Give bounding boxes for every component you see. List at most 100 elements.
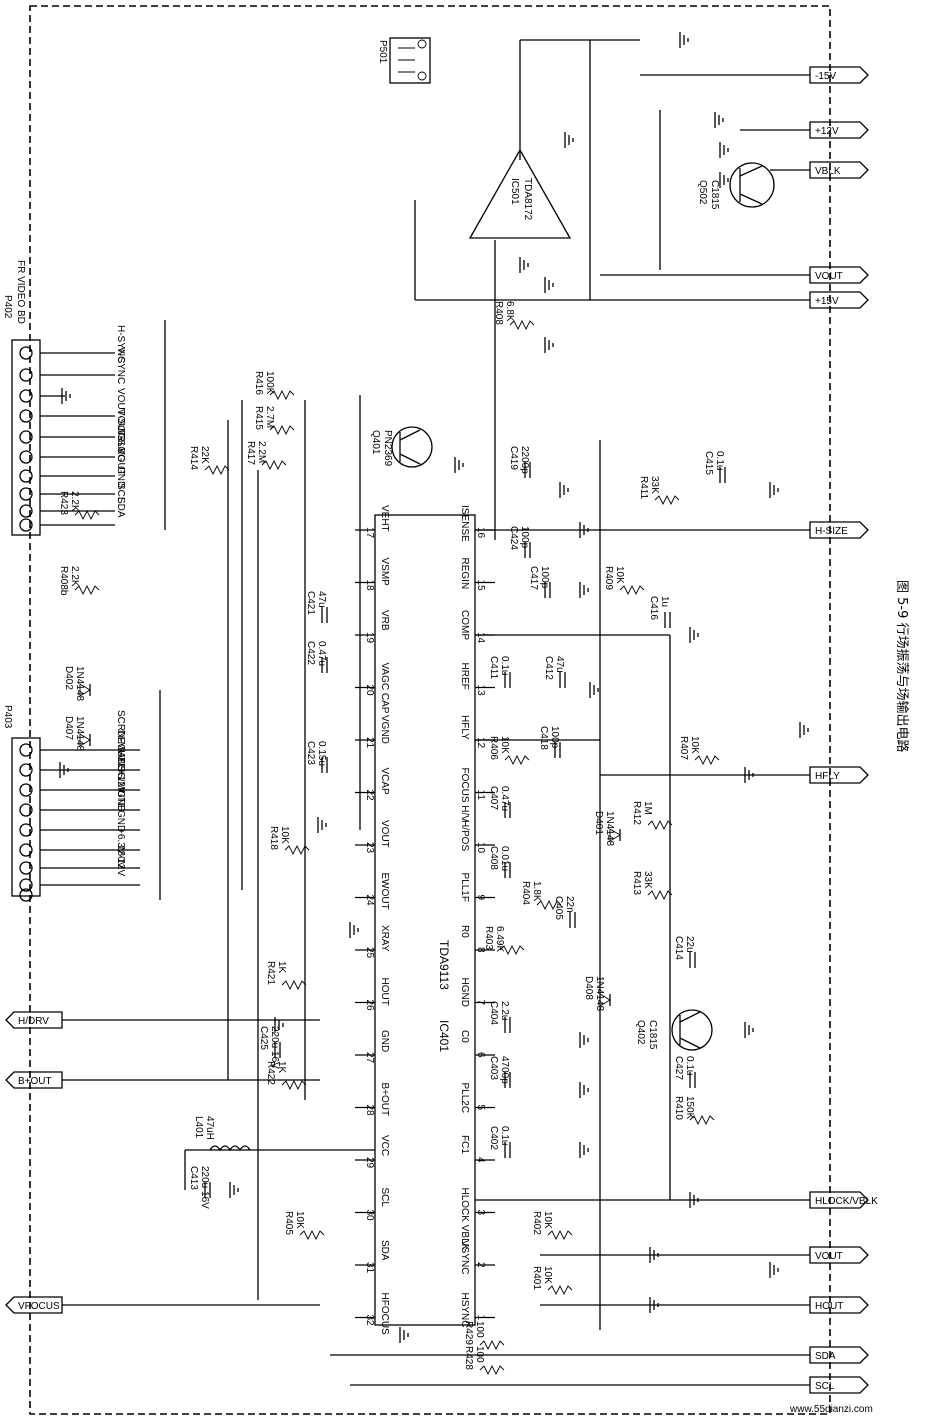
p403-pin-label: +12V — [115, 770, 126, 794]
component-value: 6.49K — [494, 926, 505, 952]
component-ref: R422 — [265, 1061, 276, 1085]
component-value: 0.01u — [499, 846, 510, 871]
component-ref: R412 — [631, 801, 642, 825]
ic401-pin-name: PLL1F — [459, 873, 470, 902]
ic501-part: TDA8172 — [522, 178, 533, 221]
component-ref: C413 — [188, 1166, 199, 1190]
component-value: 6.8K — [504, 301, 515, 322]
ic401-pin-number: 7 — [475, 1000, 486, 1006]
ic401-pin-name: VCC — [379, 1135, 390, 1156]
component-value: 100 — [474, 1346, 485, 1363]
component-value: 0.47u — [316, 641, 327, 666]
component-ref: R416 — [253, 371, 264, 395]
right-port-10 — [809, 1346, 869, 1364]
ic401-pin-name: GND — [379, 1030, 390, 1052]
component-ref: R402 — [531, 1211, 542, 1235]
ic401-pin-number: 3 — [475, 1210, 486, 1216]
right-port-label: SCL — [815, 1381, 835, 1392]
p402-pin-label: V-SYNC — [115, 347, 126, 384]
right-port-label: HLOCK/VBLK — [815, 1196, 878, 1207]
right-port-label: +12V — [815, 126, 839, 137]
ic401-pin-name: HSYNC — [459, 1293, 470, 1328]
p403-pin-label: GND — [115, 790, 126, 812]
ic401-pin-number: 15 — [475, 580, 486, 592]
resistor — [509, 319, 535, 331]
component-ref: R417 — [245, 441, 256, 465]
component-ref: R403 — [483, 926, 494, 950]
p402-pin — [19, 469, 33, 483]
ic401-pin-name: VGND — [379, 715, 390, 744]
ic401-pin-number: 10 — [475, 842, 486, 854]
ic401-pin-number: 13 — [475, 685, 486, 697]
resistor — [284, 844, 310, 856]
p402-pin-label: SDA — [115, 497, 126, 518]
component-value: 22K — [199, 446, 210, 464]
p501-ref: P501 — [377, 40, 388, 64]
component-value: 1u — [659, 596, 670, 607]
component-ref: R404 — [520, 881, 531, 905]
ic401-pin-name: EWOUT — [379, 873, 390, 910]
resistor — [654, 494, 680, 506]
component-value: 1K — [276, 961, 287, 974]
component-ref: R429 — [463, 1321, 474, 1345]
p402-pin-label: VOUT — [115, 448, 126, 476]
resistor — [647, 889, 673, 901]
component-value: 10K — [689, 736, 700, 754]
component-ref: R413 — [631, 871, 642, 895]
ic401-pin-name: FOCUS H/V — [459, 768, 470, 823]
p403-pin — [19, 888, 33, 902]
right-port-1 — [809, 121, 869, 139]
p403-pin-label: HBLK — [115, 750, 126, 776]
right-port-label: +15V — [815, 296, 839, 307]
ic401-pin-name: REGIN — [459, 558, 470, 590]
ic401-pin-name: R0 — [459, 925, 470, 938]
component-ref: C425 — [258, 1026, 269, 1050]
component-value: 2200p — [519, 446, 530, 474]
component-ref: R405 — [283, 1211, 294, 1235]
ic401-pin-number: 20 — [364, 685, 375, 697]
ic401-pin-number: 21 — [364, 737, 375, 749]
p403-pin — [19, 861, 33, 875]
p403-wires — [40, 690, 161, 900]
p403-pin — [19, 803, 33, 817]
p501-body — [389, 37, 431, 84]
ic401-pin-name: H/POS — [459, 820, 470, 851]
resistor — [547, 1284, 573, 1296]
resistor — [299, 1229, 325, 1241]
ic401-pin-number: 31 — [364, 1262, 375, 1274]
component-value: 0.1u — [714, 451, 725, 470]
connector-p402: H-SYNCV-SYNCVOUT-SOGVOUT-SOGVBLKVOUTGNDS… — [2, 260, 126, 536]
component-value: 33K — [642, 871, 653, 889]
p403-body — [11, 737, 41, 897]
ic401-pin-number: 28 — [364, 1105, 375, 1117]
transistor-part: C1815 — [647, 1020, 658, 1050]
ic401-pin-number: 12 — [475, 737, 486, 749]
ic401-pin-name: VEHT — [379, 505, 390, 532]
component-ref: D408 — [583, 976, 594, 1000]
component-value: 100p — [519, 526, 530, 549]
component-value: 2.2K — [69, 566, 80, 587]
component-value: 100p — [539, 566, 550, 589]
ic401-pin-number: 26 — [364, 1000, 375, 1012]
ic401-pin-name: HFLY — [459, 715, 470, 740]
component-value: 1N4148 — [74, 666, 85, 701]
component-ref: C403 — [488, 1056, 499, 1080]
ic401-pin-number: 18 — [364, 580, 375, 592]
ic401-pin-number: 17 — [364, 527, 375, 539]
ic401-pin-number: 8 — [475, 947, 486, 953]
ic401-pin-name: SDA — [379, 1240, 390, 1261]
p403-pin — [19, 843, 33, 857]
component-ref: C411 — [488, 656, 499, 680]
component-value: 4700p — [499, 1056, 510, 1084]
ic401-pin-number: 24 — [364, 895, 375, 907]
resistor — [74, 584, 100, 596]
component-ref: R415 — [253, 406, 264, 430]
ic501-body — [468, 148, 572, 239]
ic401-pin-name: VRB — [379, 610, 390, 631]
diode — [599, 993, 611, 1007]
right-port-7 — [809, 1191, 869, 1209]
p403-pin — [19, 763, 33, 777]
